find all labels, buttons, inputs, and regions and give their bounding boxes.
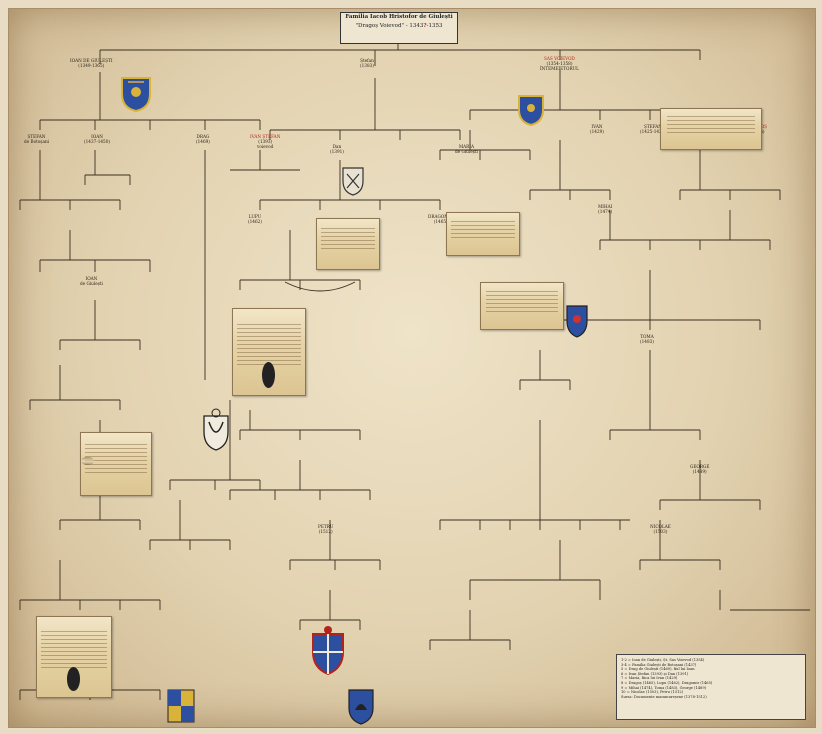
tree-node: IOAN (1437-1450) (84, 134, 110, 144)
node-line: Dan (332, 144, 342, 149)
node-line: (1429) (590, 129, 604, 135)
tree-node: PETRU (1512) (318, 524, 333, 534)
tree-node: LUPU (1462) (248, 214, 262, 224)
tree-node: DRAG (1469) (196, 134, 210, 144)
chart-subtitle: "Dragoș Voievod" - 1343?-1353 (341, 22, 457, 31)
node-line: IOAN (91, 134, 103, 139)
node-line: NICOLAE (650, 524, 671, 529)
chart-title: Familia Iacob Hristofor de Giulești (345, 14, 453, 20)
node-line: (1465) (433, 219, 448, 225)
coat-of-arms-icon (312, 626, 344, 676)
node-line: (1354-1358) (546, 61, 573, 67)
legend-line: 1-2 = Ioan de Giulești, Șt. Sas Voievod … (621, 658, 705, 662)
node-line: IVAN (591, 124, 603, 129)
node-line: ÎNTEMEIETORUL (540, 66, 579, 72)
legend-line: 3-4 = Familia Giulești de Botoșani (1437… (621, 662, 697, 667)
node-line: (1483) (640, 339, 654, 345)
tree-node: IOAN de Giulești (80, 276, 103, 286)
tree-node: DRAGOMIR (1465) (428, 214, 453, 224)
legend-line: 10 = Nicolae (1503), Petru (1512) (621, 690, 684, 695)
historical-document-image (660, 108, 762, 150)
tree-node: IOAN DE GIULEȘTI (1349-1365) (70, 58, 113, 68)
historical-document-image (480, 282, 564, 330)
legend-box: 1-2 = Ioan de Giulești, Șt. Sas Voievod … (616, 654, 806, 720)
node-line: LUPU (248, 214, 262, 219)
tree-node: NICOLAE (1503) (650, 524, 671, 534)
legend-line: 6 = Ivan Ștefan (1393) și Dan (1391) (621, 671, 689, 676)
node-line: (1391) (330, 149, 344, 155)
legend-line: 7 = Maria, fiica lui Ivan (1429) (621, 676, 678, 681)
legend-line: 8 = Dragoș (1465), Lupu (1462), Dragomir… (621, 680, 713, 685)
node-line: (1437-1450) (84, 139, 110, 145)
node-line: IOAN (85, 276, 98, 281)
node-line: (1474) (598, 209, 613, 215)
chart-title-box: Familia Iacob Hristofor de Giulești "Dra… (340, 12, 458, 44)
node-line: (1383) (360, 63, 374, 69)
coat-of-arms-icon (518, 95, 544, 126)
node-line: (1462) (248, 219, 262, 225)
node-line: de Botoșani (24, 139, 49, 145)
node-line: SAS VOIEVOD (543, 56, 575, 61)
historical-document-image (446, 212, 520, 256)
node-line: MARIA (458, 144, 475, 149)
node-line: Ștefan (360, 58, 374, 63)
coat-of-arms-icon (121, 77, 151, 112)
node-line: TOMA (640, 334, 654, 339)
tree-node: SAS VOIEVOD (1354-1358) ÎNTEMEIETORUL (540, 56, 579, 72)
historical-document-image (80, 432, 152, 496)
node-line: GEORGE (690, 464, 710, 469)
coat-of-arms-icon (203, 408, 229, 451)
node-line: ȘTEFAN (644, 124, 662, 129)
node-line: (1349-1365) (78, 63, 105, 69)
node-line: de Giulești (455, 149, 478, 155)
tree-node: MIHAI (1474) (598, 204, 612, 214)
tree-node: Dan (1391) (330, 144, 344, 154)
node-line: PETRU (318, 524, 334, 529)
historical-document-image (36, 616, 112, 698)
node-line: DRAGOMIR (428, 214, 454, 219)
historical-document-image (316, 218, 380, 270)
node-line: (1425-1437) (640, 129, 666, 135)
legend-line: 9 = Mihai (1474), Toma (1483), George (1… (621, 685, 707, 690)
coat-of-arms-icon (566, 305, 588, 338)
node-line: DRAG (196, 134, 210, 139)
historical-document-image (232, 308, 306, 396)
node-line: de Giulești (80, 281, 103, 287)
tree-node: IVAN (1429) (590, 124, 604, 134)
node-line: MIHAI (598, 204, 613, 209)
node-line: (1469) (196, 139, 210, 145)
node-line: IOAN DE GIULEȘTI (70, 58, 113, 63)
subtitle-suffix: -1353 (426, 23, 443, 29)
node-line: ȘTEFAN (27, 134, 46, 139)
legend-line: 5 = Drag de Giulești (1469), fiul lui Io… (621, 667, 695, 672)
node-line: (1393) (258, 139, 273, 145)
coat-of-arms-icon (348, 689, 374, 725)
tree-node: MARIA de Giulești (455, 144, 478, 154)
tree-node: Ștefan (1383) (360, 58, 374, 68)
node-line: (1489) (692, 469, 707, 475)
tree-node: ȘTEFAN de Botoșani (24, 134, 49, 144)
node-line: voievod (257, 144, 274, 150)
legend-line: Sursa: Documente maramureșene (1378-1512… (621, 694, 707, 699)
subtitle-prefix: "Dragoș Voievod" - 1343 (355, 23, 424, 29)
coat-of-arms-icon (167, 689, 195, 723)
tree-node: IVAN ȘTEFAN (1393) voievod (250, 134, 280, 150)
tree-node: ȘTEFAN (1425-1437) (640, 124, 666, 134)
tree-node: GEORGE (1489) (690, 464, 709, 474)
subtitle-red: ? (423, 23, 427, 29)
node-line: (1503) (653, 529, 668, 535)
tree-node: TOMA (1483) (640, 334, 654, 344)
coat-of-arms-icon (342, 167, 364, 196)
node-line: IVAN ȘTEFAN (250, 134, 281, 139)
node-line: (1512) (318, 529, 333, 535)
